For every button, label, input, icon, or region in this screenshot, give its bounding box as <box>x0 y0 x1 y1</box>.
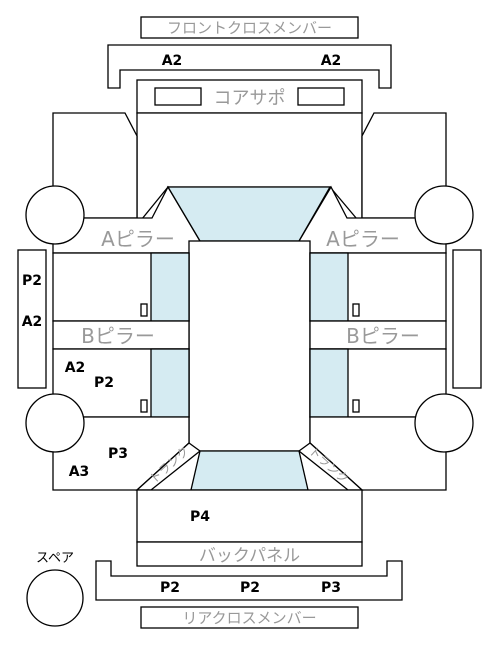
rear-left-a3: A3 <box>69 464 90 480</box>
trunk-lid[interactable] <box>136 489 363 543</box>
side-sill-left[interactable] <box>17 249 47 389</box>
front-a2-right: A2 <box>321 53 342 69</box>
spare-label: スペア <box>36 551 74 566</box>
front-cross-member-label: フロントクロスメンバー <box>167 19 332 37</box>
rear-window[interactable] <box>190 450 309 491</box>
headlight-right <box>297 87 345 106</box>
wheel-rear-left[interactable] <box>25 393 85 453</box>
front-a2-left: A2 <box>162 53 183 69</box>
rear-cross-member-label: リアクロスメンバー <box>182 609 316 627</box>
b-pillar-right[interactable] <box>309 320 447 350</box>
headlight-left <box>154 87 202 106</box>
sill-left-p2: P2 <box>22 273 42 289</box>
rear-cross-p2-mid: P2 <box>240 580 260 596</box>
front-window-right[interactable] <box>309 252 349 322</box>
side-sill-right[interactable] <box>452 249 482 389</box>
rear-left-p3: P3 <box>108 446 128 462</box>
door-handle-front-right <box>352 303 360 317</box>
front-bracket[interactable] <box>107 44 392 89</box>
back-panel-box[interactable] <box>136 541 363 567</box>
rear-window-right[interactable] <box>309 348 349 418</box>
rear-left-p2: P2 <box>94 375 114 391</box>
door-handle-rear-left <box>140 399 148 413</box>
wheel-front-right[interactable] <box>414 185 474 245</box>
b-pillar-left-label: Bピラー <box>81 324 155 348</box>
wheel-rear-right[interactable] <box>414 393 474 453</box>
a-pillar-right-label: Aピラー <box>326 227 400 251</box>
spare-tire[interactable] <box>26 569 84 627</box>
door-handle-front-left <box>140 303 148 317</box>
roof[interactable] <box>188 240 311 452</box>
door-handle-rear-right <box>352 399 360 413</box>
rear-bracket[interactable] <box>95 560 403 601</box>
sill-left-a2: A2 <box>22 314 43 330</box>
a-pillar-left-label: Aピラー <box>101 227 175 251</box>
b-pillar-left[interactable] <box>52 320 190 350</box>
front-cross-member-box[interactable] <box>140 16 359 39</box>
core-support-label: コアサポ <box>214 88 286 109</box>
rear-cross-p2-left: P2 <box>160 580 180 596</box>
back-panel-label: バックパネル <box>199 546 300 566</box>
rear-cross-p3: P3 <box>321 580 341 596</box>
b-pillar-right-label: Bピラー <box>346 324 420 348</box>
rear-window-left[interactable] <box>150 348 190 418</box>
front-window-left[interactable] <box>150 252 190 322</box>
trunk-p4: P4 <box>190 509 210 525</box>
rear-left-a2: A2 <box>65 360 86 376</box>
rear-cross-member-box[interactable] <box>140 606 359 629</box>
wheel-front-left[interactable] <box>25 185 85 245</box>
